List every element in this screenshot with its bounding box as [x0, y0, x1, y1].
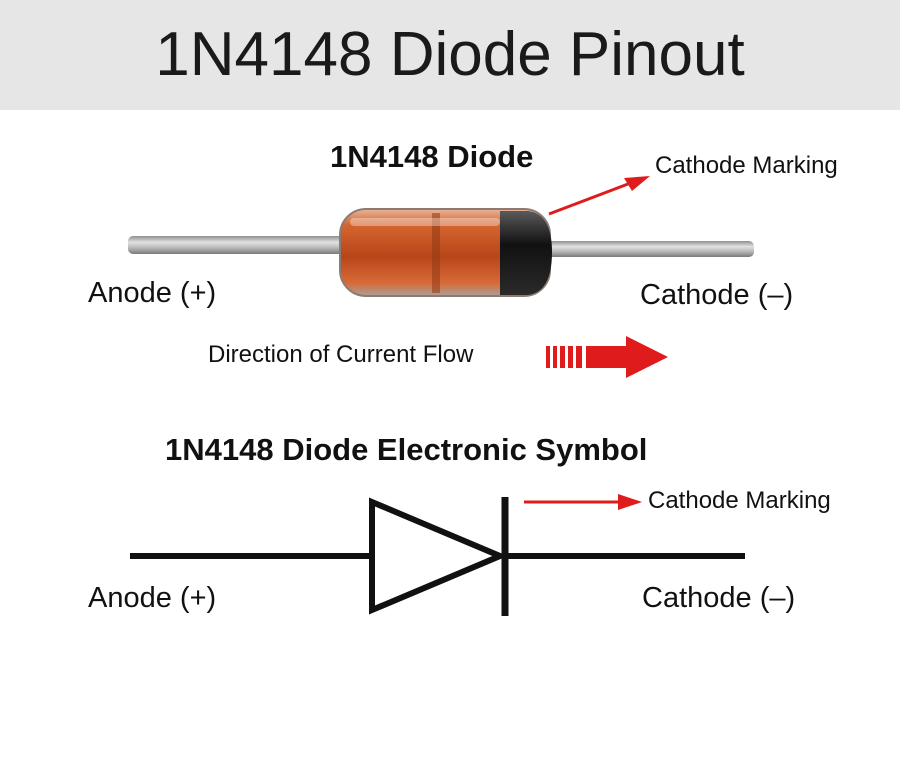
cathode-band	[500, 211, 552, 295]
anode-lead	[128, 236, 358, 254]
photo-heading: 1N4148 Diode	[330, 139, 534, 174]
symbol-triangle	[369, 497, 508, 615]
glass-seam	[432, 213, 440, 293]
diode-symbol	[130, 497, 745, 616]
cathode-marking-label-top: Cathode Marking	[655, 152, 838, 179]
page-title: 1N4148 Diode Pinout	[155, 20, 745, 89]
anode-label-bottom: Anode (+)	[88, 582, 217, 614]
current-flow-label: Direction of Current Flow	[208, 341, 474, 368]
cathode-marking-label-bottom: Cathode Marking	[648, 487, 831, 514]
cathode-label-bottom: Cathode (–)	[642, 582, 796, 614]
diode-photo	[128, 208, 754, 297]
title-band	[0, 0, 900, 110]
cathode-label-top: Cathode (–)	[640, 279, 794, 311]
symbol-heading: 1N4148 Diode Electronic Symbol	[165, 432, 648, 467]
cathode-marking-arrow-bottom	[524, 494, 642, 510]
glass-highlight	[350, 218, 500, 226]
cathode-marking-arrow-top	[548, 176, 650, 216]
anode-label-top: Anode (+)	[88, 277, 217, 309]
current-flow-arrow	[546, 336, 668, 378]
cathode-lead	[532, 241, 754, 257]
